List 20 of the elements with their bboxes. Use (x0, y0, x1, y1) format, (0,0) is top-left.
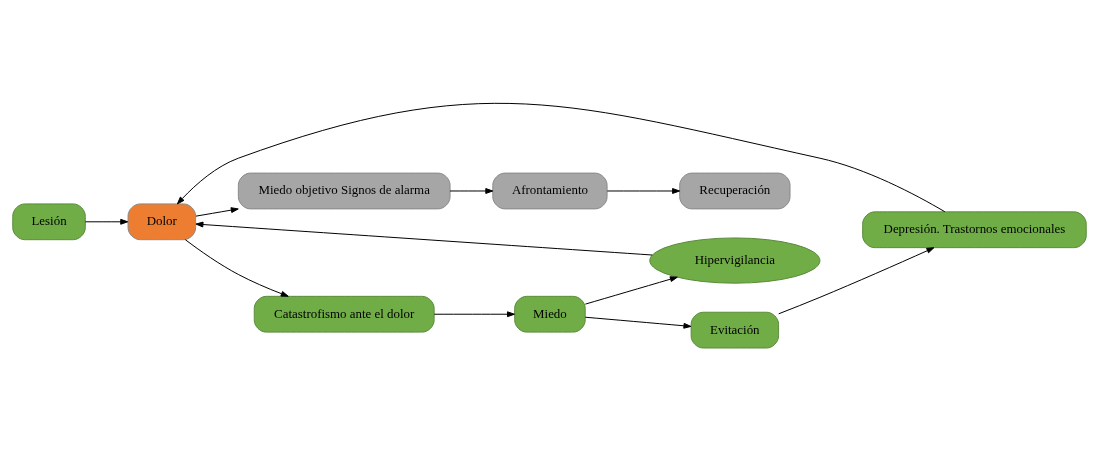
node-box: Depresión. Trastornos emocionales (862, 210, 1087, 248)
arrow (606, 187, 681, 194)
arrow (449, 187, 494, 194)
node-box: Miedo objetivo Signos de alarma (237, 172, 451, 209)
node-box: Recuperación (679, 172, 791, 209)
arrow (584, 275, 678, 305)
node-box: Evitación (690, 311, 780, 348)
arrow (84, 218, 129, 225)
arrow (195, 206, 239, 217)
node-box: Miedo (514, 295, 586, 333)
arrow (184, 238, 289, 297)
arrow (778, 246, 935, 314)
arrow (584, 316, 692, 329)
arrow (195, 221, 653, 256)
node-box: Afrontamiento (492, 172, 608, 209)
arrow (176, 102, 946, 212)
node-box: Lesión (12, 202, 86, 240)
node-box: Dolor (127, 202, 197, 240)
node-box: Catastrofismo ante el dolor (253, 295, 435, 333)
arrow (433, 310, 515, 317)
